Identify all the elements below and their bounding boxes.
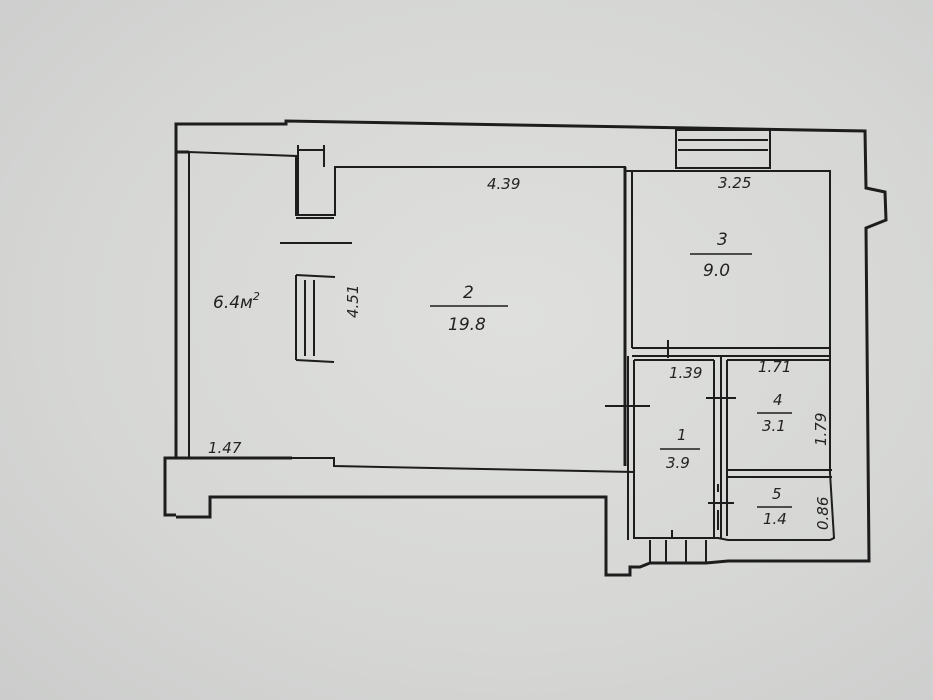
room-1-area: 3.9 bbox=[666, 454, 690, 472]
room-3-number: 3 bbox=[717, 230, 728, 250]
dimension-room-5-height: 0.86 bbox=[814, 497, 832, 530]
dimension-balcony-width: 1.47 bbox=[208, 439, 242, 457]
balcony-area-unit: м bbox=[240, 293, 253, 313]
room-5-number: 5 bbox=[772, 485, 782, 503]
room-2-number: 2 bbox=[463, 283, 474, 303]
dimension-room-3-width: 3.25 bbox=[718, 174, 751, 192]
room-2-area: 19.8 bbox=[448, 315, 486, 335]
room-5-area: 1.4 bbox=[763, 510, 787, 528]
dimension-room-1-width: 1.39 bbox=[669, 364, 702, 382]
window-top bbox=[675, 129, 771, 169]
room-4-area: 3.1 bbox=[762, 417, 786, 435]
passage-opening bbox=[280, 217, 352, 356]
dimension-room-2-width: 4.39 bbox=[487, 175, 520, 193]
room-3-area: 9.0 bbox=[703, 261, 730, 281]
balcony-area-superscript: 2 bbox=[253, 290, 260, 303]
dimension-room-4-height: 1.79 bbox=[812, 413, 830, 446]
room-4-number: 4 bbox=[773, 391, 783, 409]
dimension-room-4-width: 1.71 bbox=[758, 358, 791, 376]
entry-door bbox=[649, 540, 707, 563]
balcony-area: 6.4м2 bbox=[213, 290, 260, 313]
room-1-number: 1 bbox=[677, 426, 687, 444]
dimension-room-2-height: 4.51 bbox=[344, 285, 362, 318]
interior-walls bbox=[605, 167, 832, 540]
balcony-area-value: 6.4 bbox=[213, 293, 240, 313]
